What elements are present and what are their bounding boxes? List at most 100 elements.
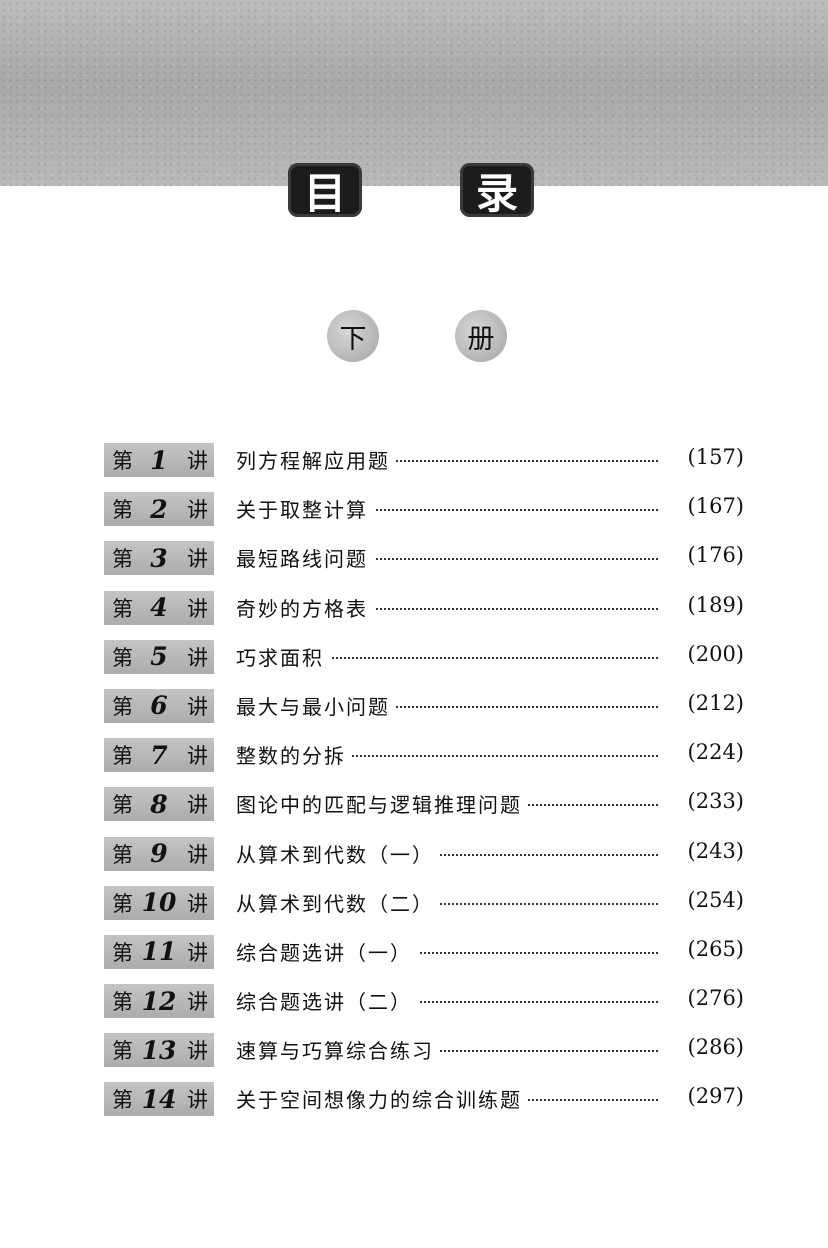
lecture-prefix: 第: [112, 940, 133, 965]
page-number: (233): [666, 789, 744, 814]
page-number: (297): [666, 1084, 744, 1109]
page-number: (200): [666, 641, 744, 666]
lecture-prefix: 第: [112, 744, 133, 769]
lecture-label: 第 11 讲: [104, 934, 214, 969]
lecture-suffix: 讲: [187, 1039, 208, 1064]
lecture-number: 4: [150, 593, 168, 623]
lecture-title: 奇妙的方格表: [236, 592, 374, 622]
lecture-label: 第 12 讲: [104, 984, 214, 1019]
toc-entry[interactable]: 第 12 讲 综合题选讲（二） (276): [104, 978, 744, 1027]
page-number: (224): [666, 740, 744, 765]
lecture-number: 11: [141, 937, 177, 967]
lecture-number: 1: [150, 445, 168, 475]
dot-leader: [236, 755, 658, 758]
lecture-title: 综合题选讲（二）: [236, 986, 418, 1016]
dot-leader: [236, 509, 658, 512]
dot-leader: [236, 902, 658, 905]
page-number: (189): [666, 592, 744, 617]
lecture-prefix: 第: [112, 842, 133, 867]
lecture-title: 关于空间想像力的综合训练题: [236, 1084, 528, 1114]
lecture-number: 14: [141, 1084, 177, 1114]
dot-leader: [236, 705, 658, 708]
lecture-prefix: 第: [112, 547, 133, 572]
lecture-number: 7: [150, 740, 168, 770]
dot-leader: [236, 558, 658, 561]
lecture-suffix: 讲: [187, 940, 208, 965]
lecture-suffix: 讲: [187, 990, 208, 1015]
lecture-prefix: 第: [112, 990, 133, 1015]
lecture-suffix: 讲: [187, 694, 208, 719]
lecture-title: 巧求面积: [236, 641, 330, 671]
lecture-prefix: 第: [112, 449, 133, 473]
page-number: (276): [666, 986, 744, 1011]
page-number: (243): [666, 838, 744, 863]
lecture-number: 5: [150, 642, 168, 672]
page-number: (254): [666, 887, 744, 912]
header-band: [0, 0, 828, 186]
lecture-title: 最短路线问题: [236, 543, 374, 573]
lecture-suffix: 讲: [187, 596, 208, 621]
lecture-suffix: 讲: [187, 547, 208, 572]
lecture-prefix: 第: [112, 793, 133, 818]
page-number: (157): [666, 445, 744, 469]
lecture-number: 13: [141, 1035, 177, 1065]
volume-char-1: 下: [327, 310, 379, 362]
lecture-number: 9: [150, 839, 168, 868]
lecture-title: 整数的分拆: [236, 740, 352, 770]
lecture-title: 综合题选讲（一）: [236, 936, 418, 966]
lecture-suffix: 讲: [187, 842, 208, 867]
dot-leader: [236, 1001, 658, 1004]
lecture-prefix: 第: [112, 1088, 133, 1113]
lecture-suffix: 讲: [187, 449, 208, 473]
lecture-number: 10: [141, 888, 177, 918]
page-number: (286): [666, 1035, 744, 1060]
lecture-title: 关于取整计算: [236, 494, 374, 524]
volume-char-2: 册: [455, 310, 507, 362]
page-number: (212): [666, 690, 744, 715]
toc-title-char-2: 录: [460, 163, 534, 218]
dot-leader: [236, 1050, 658, 1053]
lecture-number: 12: [141, 986, 177, 1016]
lecture-prefix: 第: [112, 891, 133, 916]
toc-title-char-1: 目: [288, 163, 362, 218]
lecture-suffix: 讲: [187, 645, 208, 670]
lecture-prefix: 第: [112, 694, 133, 719]
lecture-title: 列方程解应用题: [236, 445, 396, 474]
lecture-prefix: 第: [112, 645, 133, 670]
lecture-number: 2: [150, 494, 168, 524]
dot-leader: [236, 656, 658, 659]
page-number: (167): [666, 494, 744, 519]
dot-leader: [236, 460, 658, 462]
lecture-number: 3: [150, 543, 168, 573]
lecture-suffix: 讲: [187, 498, 208, 523]
lecture-number: 8: [150, 789, 168, 819]
dot-leader: [236, 853, 658, 856]
lecture-prefix: 第: [112, 498, 133, 523]
lecture-title: 最大与最小问题: [236, 690, 396, 720]
